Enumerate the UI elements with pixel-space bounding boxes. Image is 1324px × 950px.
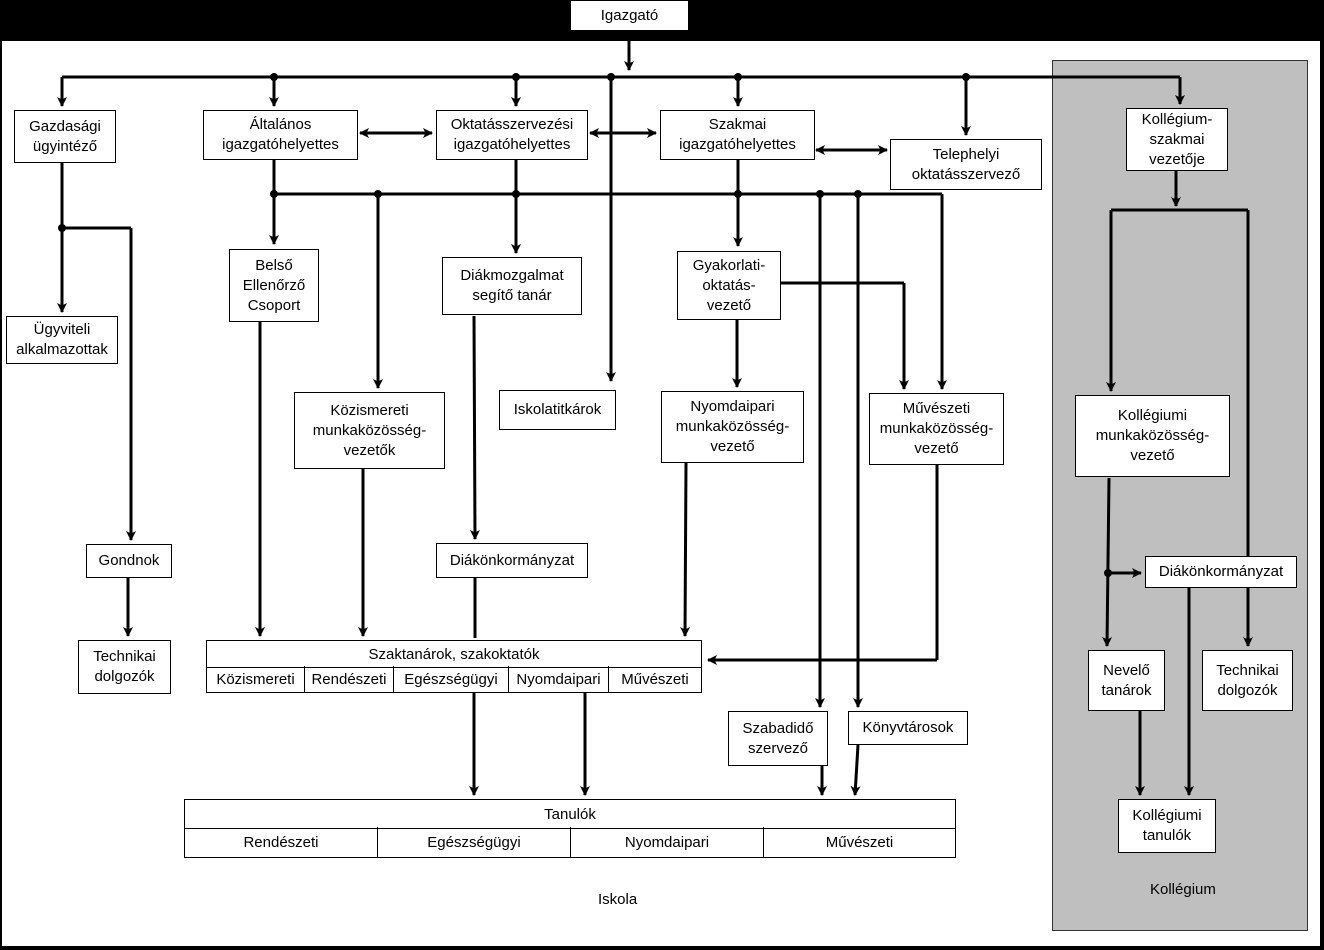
kollegiumi-mk-box: Kollégiumi munkaközösség- vezető [1075,395,1230,477]
iskola-label: Iskola [598,891,638,908]
diakmozgalmat-box: Diákmozgalmat segítő tanár [442,257,582,315]
tanulok-cell: Egészségügyi [378,827,571,857]
tanulok-cell: Művészeti [825,833,894,851]
szaktanarok-cell: Rendészeti [305,666,394,692]
telephelyi-box: Telephelyi oktatásszervező [890,139,1042,190]
nevelo-tanarok-box: Nevelő tanárok [1088,650,1165,711]
kollegium-technikai-box: Technikai dolgozók [1202,650,1293,711]
szaktanarok-cell: Közismereti [207,666,305,692]
kollegium-szakmai-box: Kollégium- szakmai vezetője [1126,108,1228,171]
szaktanarok-cell: Művészeti [621,670,689,688]
szakmai-box: Szakmai igazgatóhelyettes [660,110,815,160]
kollegium-diakonkormanyzat-box: Diákönkormányzat [1145,556,1297,588]
oktatasszervezesi-box: Oktatásszervezési igazgatóhelyettes [436,110,588,160]
tanulok-cell: Nyomdaipari [571,827,764,857]
szaktanarok-cell: Egészségügyi [394,666,509,692]
director-box: Igazgató [570,0,689,31]
tanulok-strip: Tanulók Rendészeti Egészségügyi Nyomdaip… [184,799,956,858]
gazdasagi-box: Gazdasági ügyintéző [14,110,116,163]
ugyviteli-box: Ügyviteli alkalmazottak [6,316,118,364]
kozismereti-mk-box: Közismereti munkaközösség- vezetők [294,392,445,469]
altalanos-box: Általános igazgatóhelyettes [203,110,358,160]
nyomdaipari-mk-box: Nyomdaipari munkaközösség- vezető [661,391,804,463]
diakonkormanyzat-box: Diákönkormányzat [436,543,588,578]
szabadido-box: Szabadidő szervező [728,711,828,766]
tanulok-cell: Rendészeti [185,827,378,857]
szaktanarok-cell: Nyomdaipari [509,666,609,692]
gyakorlati-box: Gyakorlati- oktatás- vezető [677,251,781,320]
muveszeti-mk-box: Művészeti munkaközösség- vezető [869,393,1004,465]
szaktanarok-strip: Szaktanárok, szakoktatók Közismereti Ren… [206,640,702,693]
szaktanarok-title: Szaktanárok, szakoktatók [207,641,701,668]
kollegiumi-tanulok-box: Kollégiumi tanulók [1118,799,1216,853]
belso-ellenorzo-box: Belső Ellenőrző Csoport [229,249,319,322]
gondnok-box: Gondnok [86,544,172,578]
tanulok-title: Tanulók [185,800,955,829]
konyvtarosok-box: Könyvtárosok [848,711,968,745]
technikai-dolgozok-box: Technikai dolgozók [78,640,171,694]
kollegium-label: Kollégium [1150,881,1216,898]
iskolatitkarok-box: Iskolatitkárok [499,390,616,430]
